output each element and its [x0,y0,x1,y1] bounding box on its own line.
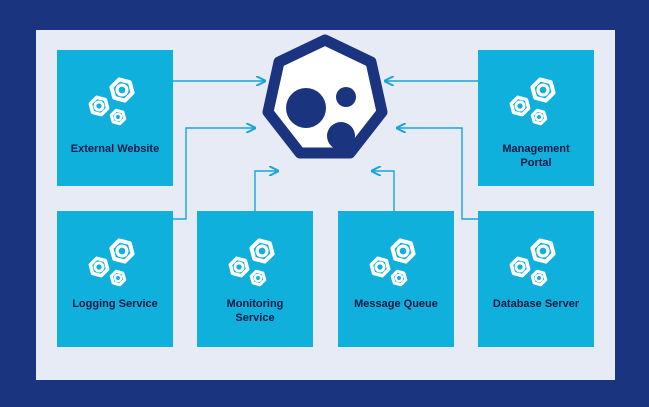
box-label: Logging Service [72,298,158,310]
hex-nuts-icon [88,77,135,126]
connector-message-queue [372,171,395,211]
hex-nuts-icon [369,238,416,287]
hex-nuts-icon [228,238,275,287]
heptagon-hub-icon [262,34,388,159]
box-external-website: External Website [57,50,173,186]
box-management-portal: Management Portal [478,50,594,186]
hex-nuts-icon [509,77,556,126]
box-label: Management Portal [502,143,570,169]
box-monitoring-service: Monitoring Service [197,211,313,347]
connector-logging-service [173,128,255,220]
box-logging-service: Logging Service [57,211,173,347]
box-label: External Website [70,143,160,155]
connector-database-server [397,128,478,220]
hex-nuts-icon [88,238,135,287]
box-database-server: Database Server [478,211,594,347]
box-label: Database Server [492,298,580,310]
hex-nuts-icon [509,238,556,287]
connector-monitoring-service [254,171,278,211]
box-message-queue: Message Queue [338,211,454,347]
box-label: Message Queue [354,298,438,310]
box-label: Monitoring Service [226,298,284,324]
